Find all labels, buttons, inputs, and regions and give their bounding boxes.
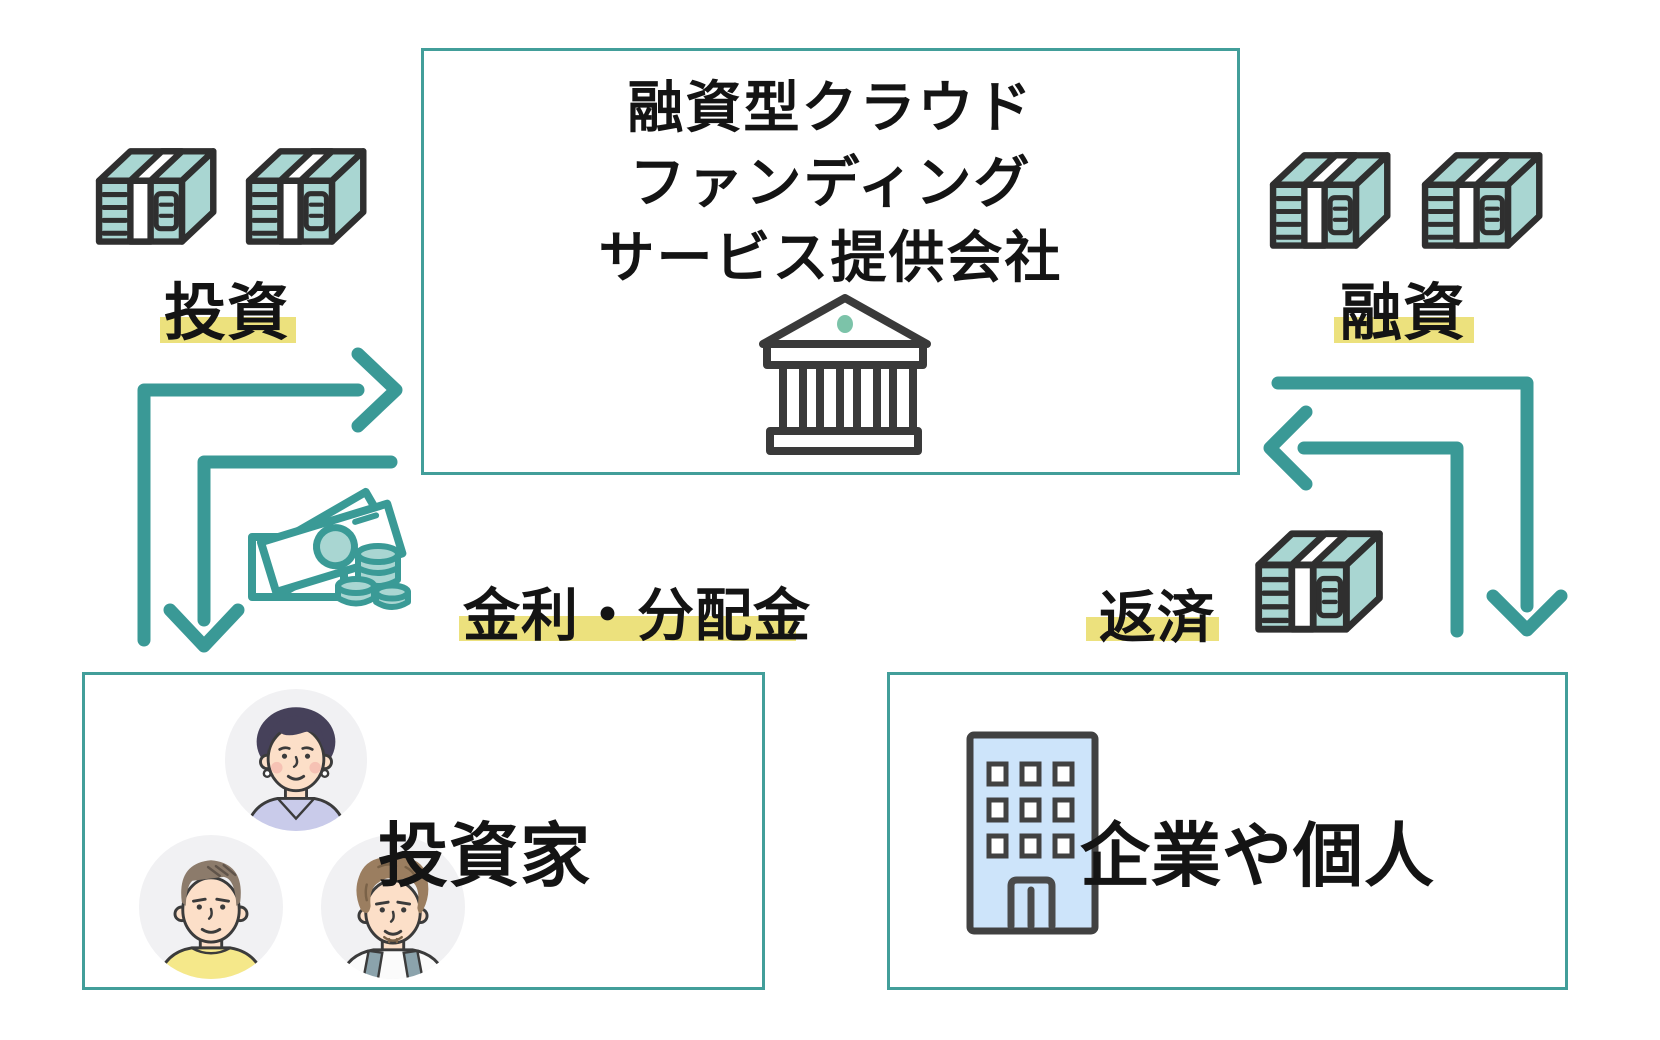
money-stack-icon — [238, 140, 378, 251]
interest-label-highlight — [459, 616, 796, 641]
investor-avatar-man-left — [138, 834, 284, 980]
bank-icon — [759, 294, 931, 455]
cash-and-coins-icon — [248, 487, 411, 610]
building-door — [1007, 876, 1056, 930]
provider-title: 融資型クラウド ファンディング サービス提供会社 — [421, 70, 1240, 295]
loan-label: 融資 — [1340, 279, 1467, 348]
invest-label: 投資 — [164, 279, 291, 348]
borrowers-label: 企業や個人 — [1080, 817, 1435, 895]
provider-title-line2: ファンディング — [629, 151, 1032, 214]
repay-label: 返済 — [1099, 586, 1215, 650]
money-stack-icon — [88, 140, 228, 251]
money-stack-icon — [1414, 144, 1554, 255]
provider-title-line1: 融資型クラウド — [627, 76, 1034, 139]
money-stack-icon — [1262, 144, 1402, 255]
investors-label: 投資家 — [378, 817, 591, 895]
office-building-icon — [966, 731, 1099, 935]
money-stack-icon — [1247, 522, 1395, 639]
invest-label-highlight — [160, 317, 296, 343]
interest-label: 金利・分配金 — [463, 584, 811, 648]
goatee — [383, 935, 403, 944]
investor-avatar-man-right — [320, 834, 466, 980]
repay-label-highlight — [1086, 617, 1219, 641]
loan-label-highlight — [1334, 317, 1474, 343]
bank-dot — [837, 315, 853, 333]
provider-title-line3: サービス提供会社 — [598, 226, 1063, 289]
investor-avatar-woman — [224, 688, 368, 832]
